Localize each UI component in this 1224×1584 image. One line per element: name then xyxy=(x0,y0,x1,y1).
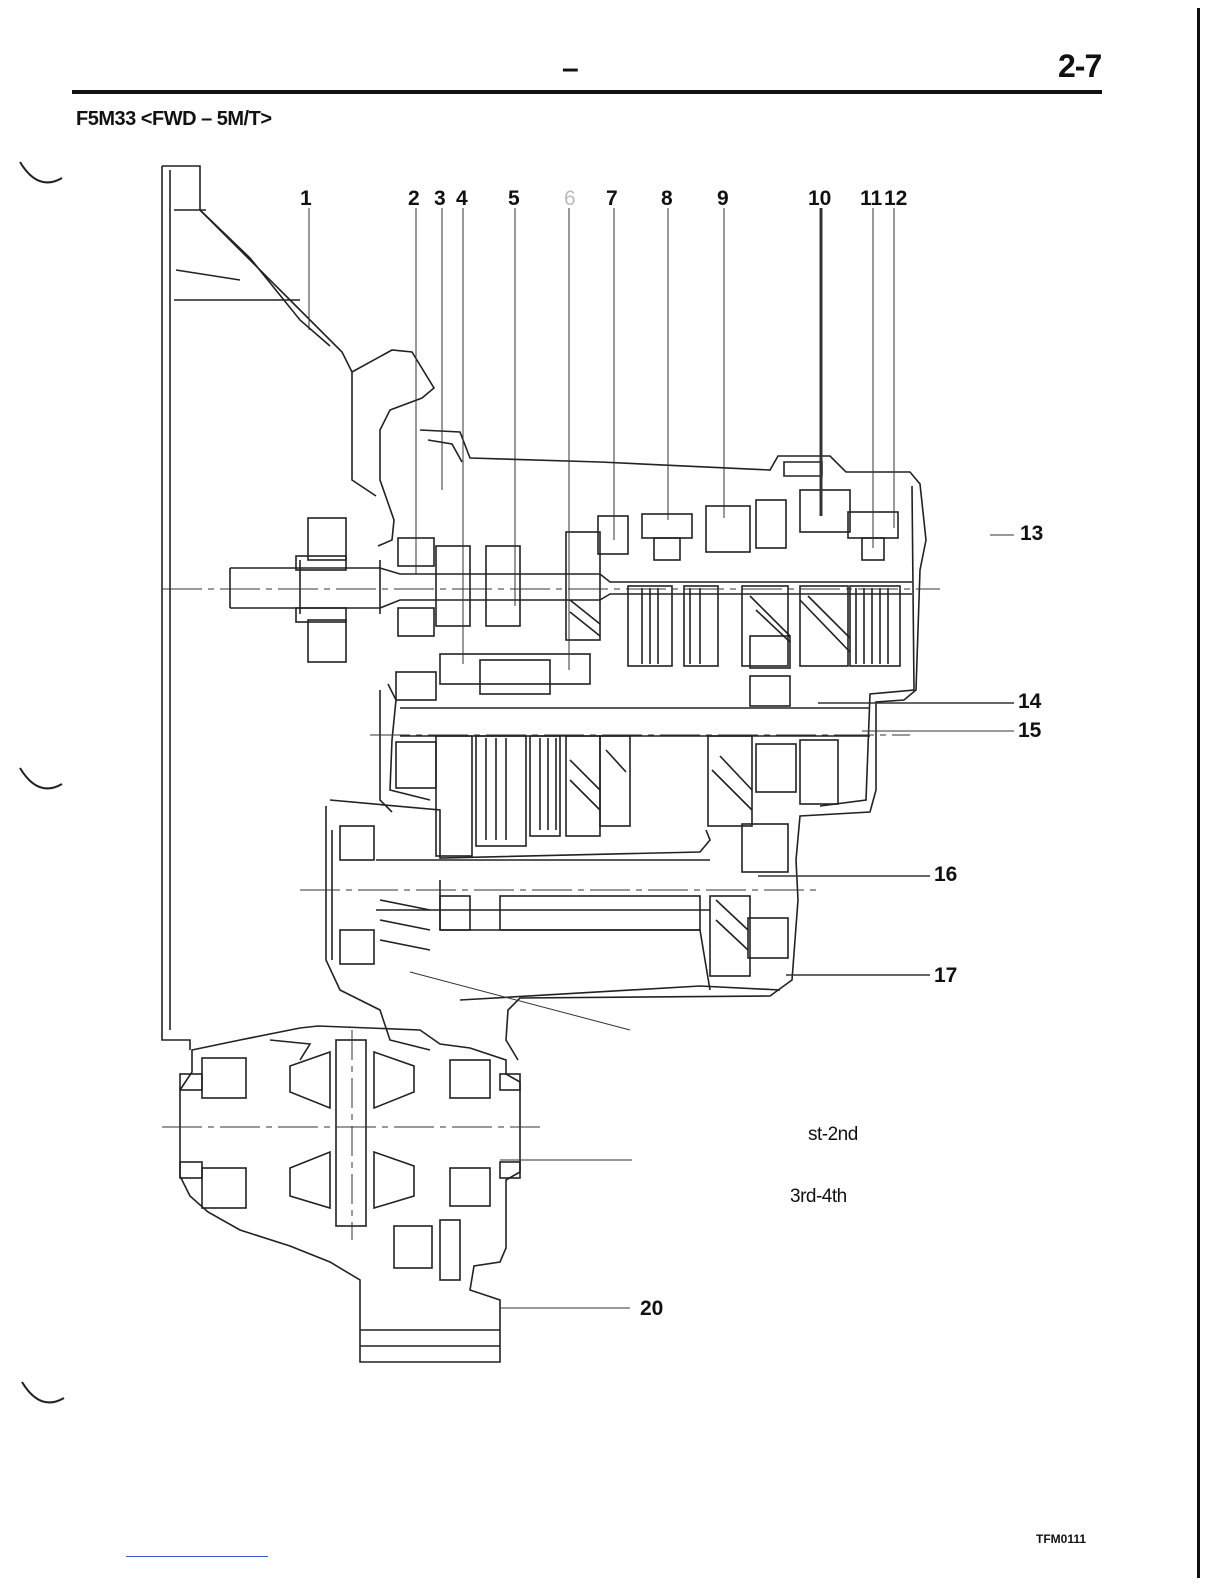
callout-13: 13 xyxy=(1020,523,1043,544)
callout-12: 12 xyxy=(884,188,907,209)
callout-17: 17 xyxy=(934,965,957,986)
callout-8: 8 xyxy=(661,188,673,209)
upper-synchronizers xyxy=(642,462,898,560)
note-third-fourth: 3rd-4th xyxy=(790,1186,847,1208)
callout-20: 20 xyxy=(640,1298,663,1319)
callout-10: 10 xyxy=(808,188,831,209)
callout-4: 4 xyxy=(456,188,468,209)
callout-16: 16 xyxy=(934,864,957,885)
leader-18 xyxy=(410,972,630,1030)
note-first-second: st-2nd xyxy=(808,1124,858,1146)
differential xyxy=(180,1026,520,1362)
callout-7: 7 xyxy=(606,188,618,209)
countershaft-gears xyxy=(436,736,752,856)
input-shaft xyxy=(230,560,912,614)
binder-mark-middle xyxy=(20,768,62,788)
footer-link-underline xyxy=(126,1556,268,1557)
callout-15: 15 xyxy=(1018,720,1041,741)
callout-3: 3 xyxy=(434,188,446,209)
callout-5: 5 xyxy=(508,188,520,209)
leader-lines xyxy=(309,208,1014,1308)
output-shaft xyxy=(396,636,870,804)
callout-1: 1 xyxy=(300,188,312,209)
callout-9: 9 xyxy=(717,188,729,209)
callout-11: 11 xyxy=(860,188,882,209)
callout-2: 2 xyxy=(408,188,420,209)
callout-14: 14 xyxy=(1018,691,1041,712)
input-bearing xyxy=(296,518,434,662)
callout-6: 6 xyxy=(564,188,576,209)
binder-mark-top xyxy=(20,162,62,182)
figure-code: TFM0111 xyxy=(1036,1532,1086,1546)
pinion-shaft xyxy=(340,824,788,976)
binder-mark-bottom xyxy=(22,1382,64,1402)
